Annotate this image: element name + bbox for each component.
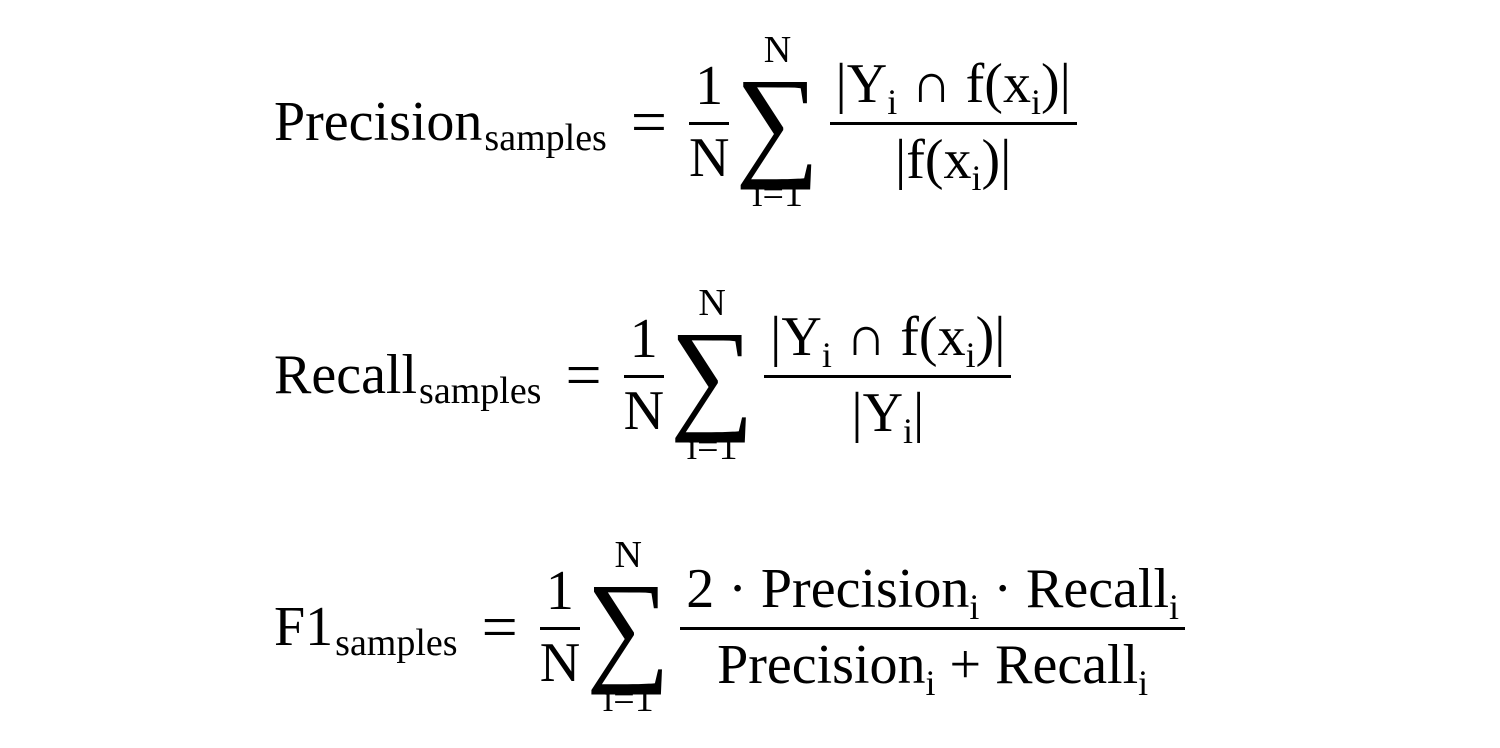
lhs-subscript: samples	[484, 117, 607, 159]
fraction-bar	[829, 121, 1077, 125]
equals-sign: =	[481, 591, 518, 662]
equals-sign: =	[565, 339, 602, 410]
numerator-part: |Y	[770, 305, 822, 368]
main-fraction: 2 · Precisioni · Recalli Precisioni + Re…	[680, 557, 1186, 701]
sum-upper-limit: N	[614, 533, 642, 576]
main-fraction: |Yi ∩ f(xi)| |f(xi)|	[829, 52, 1077, 196]
summation: N ∑ i=1	[586, 536, 670, 718]
subscript: i	[821, 334, 832, 375]
main-denominator: |f(xi)|	[894, 125, 1012, 196]
fraction-denominator: N	[539, 631, 581, 694]
lhs-subscript: samples	[335, 622, 458, 664]
sum-lower-limit: i=1	[686, 426, 738, 469]
denominator-part: Precision	[717, 633, 926, 696]
numerator-part: 2 · Precision	[686, 557, 970, 620]
numerator-part: · Recall	[979, 557, 1170, 620]
numerator-part: ∩ f(x	[897, 52, 1031, 115]
fraction-numerator: 1	[695, 54, 724, 117]
sum-lower-limit: i=1	[602, 678, 654, 721]
subscript: i	[1138, 662, 1149, 703]
lhs-name: Precision	[274, 91, 483, 153]
summation: N ∑ i=1	[670, 284, 754, 466]
main-numerator: |Yi ∩ f(xi)|	[830, 52, 1077, 122]
subscript: i	[965, 334, 976, 375]
numerator-part: )|	[1040, 52, 1071, 115]
main-fraction: |Yi ∩ f(xi)| |Yi|	[764, 305, 1012, 449]
subscript: i	[1169, 586, 1180, 627]
subscript: i	[1030, 81, 1041, 122]
equals-sign: =	[630, 86, 667, 157]
subscript: i	[971, 157, 982, 198]
main-numerator: |Yi ∩ f(xi)|	[764, 305, 1011, 375]
denominator-part: |f(x	[894, 128, 972, 191]
fraction-bar	[680, 626, 1186, 630]
main-denominator: Precisioni + Recalli	[717, 630, 1148, 701]
fraction-bar	[764, 374, 1012, 378]
fraction-denominator: N	[623, 379, 665, 442]
fraction-bar	[623, 374, 665, 378]
one-over-n-fraction: 1 N	[623, 307, 665, 442]
fraction-denominator: N	[688, 126, 730, 189]
lhs-subscript: samples	[419, 370, 542, 412]
subscript: i	[887, 81, 898, 122]
denominator-part: |	[913, 381, 925, 444]
lhs-name: F1	[274, 596, 334, 658]
main-denominator: |Yi|	[851, 378, 925, 449]
one-over-n-fraction: 1 N	[688, 54, 730, 189]
subscript: i	[969, 586, 980, 627]
fraction-bar	[688, 121, 730, 125]
sum-upper-limit: N	[698, 281, 726, 324]
fraction-numerator: 1	[545, 559, 574, 622]
main-numerator: 2 · Precisioni · Recalli	[680, 557, 1185, 627]
numerator-part: ∩ f(x	[831, 305, 966, 368]
fraction-numerator: 1	[629, 307, 658, 370]
lhs-name: Recall	[274, 344, 418, 406]
subscript: i	[925, 662, 936, 703]
sum-upper-limit: N	[763, 28, 792, 71]
summation: N ∑ i=1	[735, 31, 819, 213]
one-over-n-fraction: 1 N	[539, 559, 581, 694]
sigma-icon: ∑	[670, 305, 755, 444]
numerator-part: |Y	[835, 52, 888, 115]
sigma-icon: ∑	[586, 557, 671, 696]
numerator-part: )|	[975, 305, 1006, 368]
sum-lower-limit: i=1	[751, 173, 803, 216]
subscript: i	[903, 410, 914, 451]
denominator-part: )|	[981, 128, 1012, 191]
denominator-part: + Recall	[935, 633, 1139, 696]
denominator-part: |Y	[851, 381, 904, 444]
fraction-bar	[539, 626, 581, 630]
sigma-icon: ∑	[735, 52, 820, 191]
